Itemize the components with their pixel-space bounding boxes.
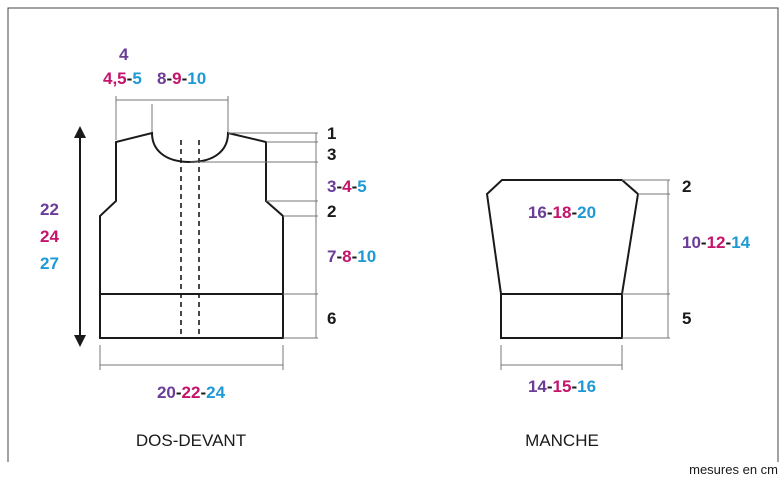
dos-devant-button-band — [180, 140, 200, 338]
rib-measure: 6 — [327, 309, 336, 328]
manche-measure-lines — [500, 179, 670, 370]
side-measure: 7-8-10 — [327, 247, 376, 266]
neck-width-measure: 8-9-10 — [157, 69, 206, 88]
sleeve-bottom-width-measure: 14-15-16 — [528, 377, 596, 396]
top-shoulder-size1: 4 — [119, 45, 129, 64]
shoulder-slope-measure: 1 — [327, 124, 336, 143]
width-measure: 20-22-24 — [157, 383, 226, 402]
sleeve-top-shaping-measure: 2 — [682, 177, 691, 196]
frame-border — [7, 7, 779, 462]
sleeve-upper-width-measure: 16-18-20 — [528, 203, 596, 222]
armhole-shaping-measure: 2 — [327, 202, 336, 221]
units-note: mesures en cm — [689, 462, 778, 477]
neck-depth-measure: 3 — [327, 145, 336, 164]
height-size2: 24 — [40, 227, 59, 246]
dos-devant-piece — [99, 131, 284, 339]
dos-devant-label: DOS-DEVANT — [136, 431, 246, 450]
height-size1: 22 — [40, 200, 59, 219]
manche-label: MANCHE — [525, 431, 599, 450]
dos-devant-measure-lines — [99, 96, 318, 370]
armhole-measure: 3-4-5 — [327, 177, 367, 196]
sleeve-length-measure: 10-12-14 — [682, 233, 751, 252]
sleeve-cuff-measure: 5 — [682, 309, 691, 328]
top-shoulder-measure: 4,5-5 — [103, 69, 142, 88]
height-size3: 27 — [40, 254, 59, 273]
